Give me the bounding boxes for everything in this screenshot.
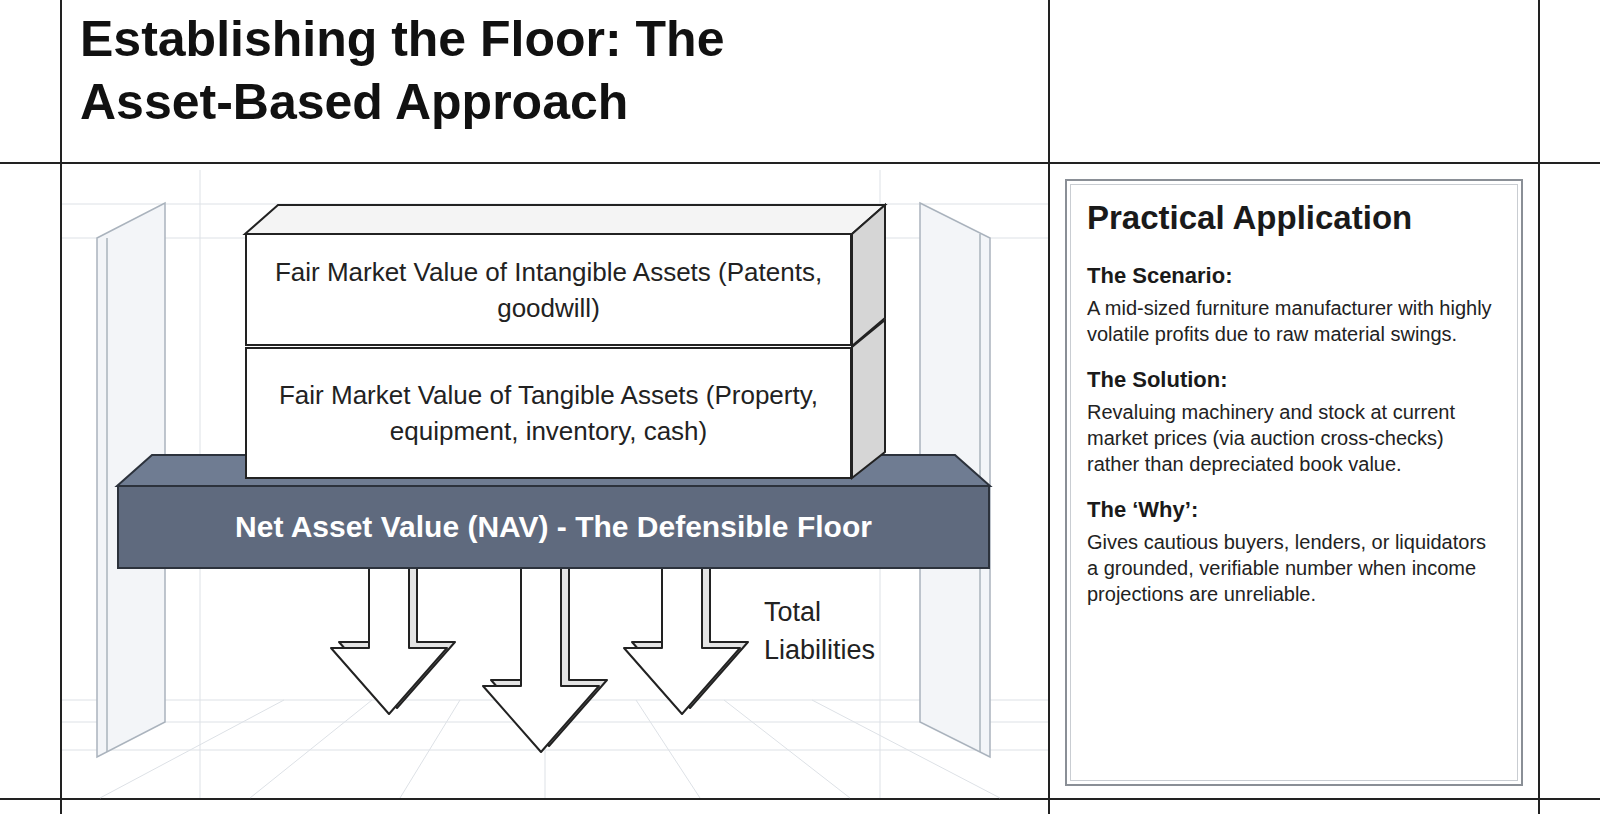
- info-panel: Practical ApplicationThe Scenario: A mid-…: [1065, 179, 1523, 786]
- band-text: Net Asset Value (NAV) - The Defensible F…: [235, 510, 872, 544]
- grid-line: [60, 0, 62, 814]
- section-heading: The Solution:: [1087, 367, 1501, 393]
- perspective-grid: [62, 170, 1048, 798]
- glass-panel: [97, 203, 990, 757]
- guide-line: [636, 700, 700, 798]
- liability-arrows: [331, 562, 748, 752]
- section-heading: The ‘Why’:: [1087, 497, 1501, 523]
- panel-heading: Practical Application: [1087, 199, 1501, 237]
- down-arrow: [624, 568, 740, 714]
- section-heading: The Scenario:: [1087, 263, 1501, 289]
- section-body: Revaluing machinery and stock at current…: [1087, 399, 1501, 477]
- box-text: Fair Market Value of Intangible Assets (…: [269, 254, 829, 326]
- grid-line: [0, 162, 1600, 164]
- guide-line: [62, 750, 1048, 751]
- grid-line: [0, 798, 1600, 800]
- box-text: Fair Market Value of Tangible Assets (Pr…: [269, 377, 829, 449]
- box-top-face: [245, 205, 885, 234]
- down-arrow: [483, 568, 599, 752]
- guide-line: [250, 700, 372, 798]
- glass-edge: [106, 238, 108, 752]
- grid-line: [1538, 0, 1540, 814]
- section-body: Gives cautious buyers, lenders, or liqui…: [1087, 529, 1501, 607]
- down-arrow: [331, 568, 447, 714]
- liabilities-label: Total Liabilities: [764, 593, 904, 669]
- box-side-face: [852, 320, 885, 478]
- guide-line: [724, 700, 850, 798]
- diagram-title: Establishing the Floor: The Asset-Based …: [80, 8, 880, 134]
- grid-line: [1048, 0, 1050, 814]
- guide-line: [400, 700, 460, 798]
- asset-box: Fair Market Value of Intangible Assets (…: [245, 233, 852, 346]
- nav-band: Net Asset Value (NAV) - The Defensible F…: [117, 485, 990, 569]
- section-body: A mid-sized furniture manufacturer with …: [1087, 295, 1501, 347]
- asset-box: Fair Market Value of Tangible Assets (Pr…: [245, 347, 852, 479]
